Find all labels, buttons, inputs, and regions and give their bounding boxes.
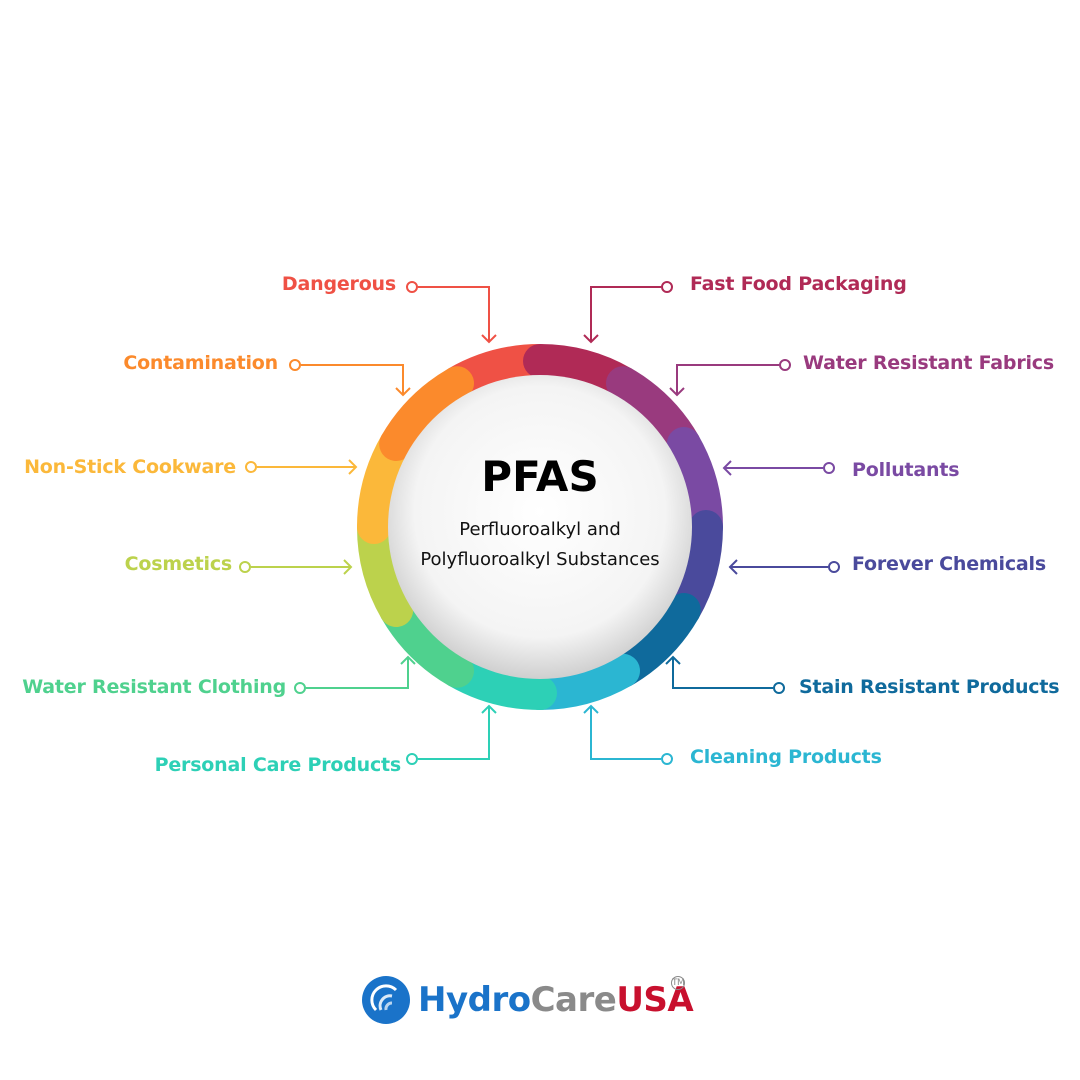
connector-dot-icon [406,753,418,765]
label-dangerous: Dangerous [281,273,396,295]
connector-line [301,364,404,395]
ring-segment [379,366,474,461]
connector-line [590,706,661,760]
connector-dot-icon [779,359,791,371]
arrowhead-icon [665,655,681,665]
center-subtitle-line1: Perfluoroalkyl and [459,519,621,540]
label-contamination: Contamination [123,352,278,374]
arrowhead-icon [395,387,411,397]
label-non-stick-cookware: Non-Stick Cookware [24,456,236,478]
connector-dot-icon [406,281,418,293]
arrowhead-icon [400,655,416,665]
label-cleaning-products: Cleaning Products [690,746,882,768]
arrowhead-icon [348,459,358,475]
connector-line [306,657,409,689]
label-cosmetics: Cosmetics [124,553,233,575]
connector-dot-icon [773,682,785,694]
label-forever-chemicals: Forever Chemicals [852,553,1046,575]
wave-logo-icon [362,976,410,1024]
logo-care: Care [530,980,617,1020]
connector-dot-icon [289,359,301,371]
label-fast-food-packaging: Fast Food Packaging [690,273,907,295]
center-subtitle-line2: Polyfluoroalkyl Substances [420,549,660,570]
label-water-resistant-fabrics: Water Resistant Fabrics [803,352,1054,374]
arrowhead-icon [722,460,732,476]
logo-hydro: Hydro [418,980,531,1020]
hydrocare-usa-logo: HydroCareUSA TM [362,972,694,1028]
arrowhead-icon [343,559,353,575]
arrowhead-icon [481,704,497,714]
segment-ring [356,343,724,711]
arrowhead-icon [583,334,599,344]
connector-dot-icon [823,462,835,474]
connector-dot-icon [661,281,673,293]
connector-line [418,706,490,760]
label-stain-resistant-products: Stain Resistant Products [799,676,1060,698]
arrowhead-icon [481,334,497,344]
arrowhead-icon [669,387,685,397]
label-pollutants: Pollutants [852,459,960,481]
label-personal-care-products: Personal Care Products [154,754,402,776]
center-title: PFAS [481,452,599,501]
label-water-resistant-clothing: Water Resistant Clothing [22,676,286,698]
arrowhead-icon [728,559,738,575]
trademark-icon: TM [671,976,685,990]
center-disc [388,375,692,679]
connector-dot-icon [239,561,251,573]
connector-dot-icon [828,561,840,573]
connector-dot-icon [661,753,673,765]
connector-dot-icon [294,682,306,694]
connector-line [418,286,490,342]
connector-line [590,286,661,342]
connector-lines [239,281,840,765]
connector-line [672,657,773,689]
connector-line [676,364,779,395]
connector-dot-icon [245,461,257,473]
logo-wordmark: HydroCareUSA TM [418,976,694,1020]
center-subtitle: Perfluoroalkyl and Polyfluoroalkyl Subst… [380,515,700,575]
arrowhead-icon [583,704,599,714]
